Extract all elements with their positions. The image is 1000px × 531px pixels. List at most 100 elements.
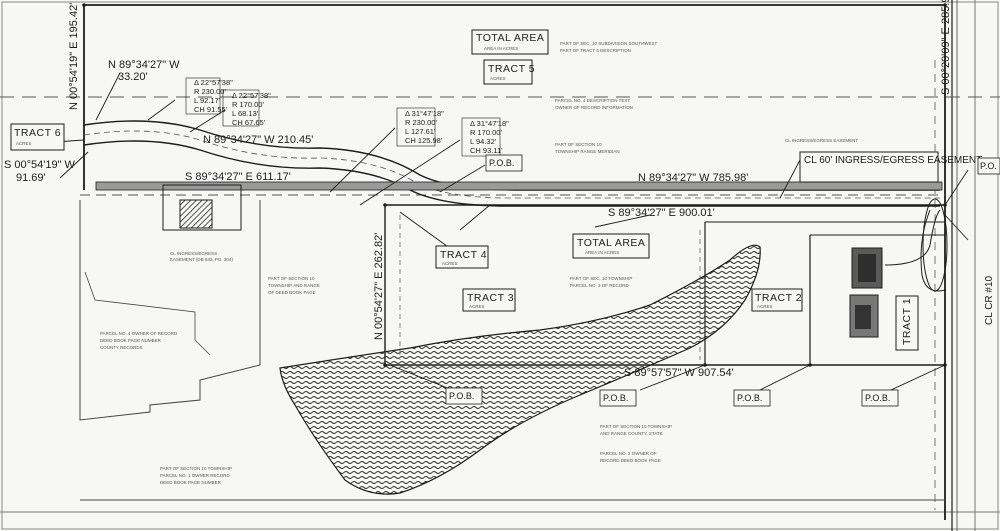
svg-text:PART OF SECTION 10: PART OF SECTION 10 <box>268 276 315 281</box>
svg-text:PART OF SEC. 10 TOWNSHIP: PART OF SEC. 10 TOWNSHIP <box>570 276 632 281</box>
building-c <box>855 305 871 329</box>
svg-text:P.O.B.: P.O.B. <box>489 158 514 168</box>
svg-text:TRACT 4: TRACT 4 <box>440 249 487 261</box>
svg-text:ACRES: ACRES <box>442 261 458 266</box>
svg-text:PARCEL NO. 2 OWNER OF: PARCEL NO. 2 OWNER OF <box>600 451 657 456</box>
pob-label-1: P.O.B. <box>485 154 523 172</box>
curve-table-2: Δ 22°57'38" R 170.00' L 68.13' CH 67.65' <box>222 89 271 127</box>
svg-text:TRACT 1: TRACT 1 <box>901 298 913 345</box>
svg-text:DEED BOOK PAGE NUMBER: DEED BOOK PAGE NUMBER <box>100 338 162 343</box>
tract5-label: TRACT 5 ACRES <box>483 59 535 85</box>
svg-text:CL 60' INGRESS/EGRESS EASEMENT: CL 60' INGRESS/EGRESS EASEMENT <box>804 155 982 166</box>
svg-text:CH 125.98': CH 125.98' <box>405 136 443 145</box>
curve-table-1: Δ 22°57'38" R 230.00' L 92.17' CH 91.55' <box>185 77 233 115</box>
pob-label-4: P.O.B. <box>733 389 771 407</box>
pob-label-5: P.O.B. <box>861 389 899 407</box>
svg-text:OF DEED BOOK PAGE: OF DEED BOOK PAGE <box>268 290 316 295</box>
svg-text:R 170.00': R 170.00' <box>470 128 502 137</box>
tract6-label: TRACT 6 ACRES <box>10 123 65 151</box>
bearing-91-69-line1: S 00°54'19" W <box>4 159 76 171</box>
easement-strip <box>95 181 943 191</box>
svg-text:TOTAL AREA: TOTAL AREA <box>476 32 544 44</box>
curve-table-3: Δ 31°47'18" R 230.00' L 127.61' CH 125.9… <box>396 107 444 147</box>
tract1-label: TRACT 1 <box>895 295 919 351</box>
flood-zone <box>279 244 761 495</box>
building-a-roof <box>858 254 876 282</box>
svg-text:ACRES: ACRES <box>490 76 506 81</box>
svg-text:R 230.00': R 230.00' <box>194 87 226 96</box>
easement-label: CL 60' INGRESS/EGRESS EASEMENT <box>799 151 982 183</box>
tract3-label: TRACT 3 ACRES <box>462 288 516 312</box>
svg-text:L 92.17': L 92.17' <box>194 96 221 105</box>
svg-text:CH 93.11': CH 93.11' <box>470 146 503 155</box>
svg-text:P.O.B.: P.O.B. <box>449 391 474 401</box>
svg-text:PARCEL NO. 4 DESCRIPTION TEXT: PARCEL NO. 4 DESCRIPTION TEXT <box>555 98 630 103</box>
pob-label-3: P.O.B. <box>599 389 637 407</box>
pob-label-2: P.O.B. <box>445 387 483 405</box>
svg-text:TRACT 3: TRACT 3 <box>467 292 514 304</box>
svg-text:TOWNSHIP RANGE MERIDIAN: TOWNSHIP RANGE MERIDIAN <box>555 149 620 154</box>
west-parcel-outline <box>79 200 261 421</box>
svg-text:PARCEL NO. 1 OWNER RECORD: PARCEL NO. 1 OWNER RECORD <box>160 473 231 478</box>
svg-text:Δ 31°47'18": Δ 31°47'18" <box>470 119 509 128</box>
corner-markers <box>82 3 947 367</box>
curve-table-4: Δ 31°47'18" R 170.00' L 94.32' CH 93.11' <box>461 117 509 157</box>
bearing-907-54: S 89°57'57" W 907.54' <box>624 367 734 379</box>
svg-text:R 170.00': R 170.00' <box>232 100 264 109</box>
svg-text:TOTAL AREA: TOTAL AREA <box>577 237 645 249</box>
svg-text:PART OF SEC. 10 SUBDIVISION SO: PART OF SEC. 10 SUBDIVISION SOUTHWEST <box>560 41 658 46</box>
bearing-611-17: S 89°34'27" E 611.17' <box>185 171 291 183</box>
svg-text:P.O.: P.O. <box>980 161 997 171</box>
bearing-900-01: S 89°34'27" E 900.01' <box>608 207 715 219</box>
svg-text:P.O.B.: P.O.B. <box>865 393 890 403</box>
svg-text:CL INGRESS/EGRESS EASEMENT: CL INGRESS/EGRESS EASEMENT <box>785 138 858 143</box>
svg-text:PART OF SECTION 10 TOWNSHIP: PART OF SECTION 10 TOWNSHIP <box>160 466 232 471</box>
access-road-lower <box>83 140 940 207</box>
svg-text:AREA IN ACRES: AREA IN ACRES <box>585 250 619 255</box>
svg-text:ACRES: ACRES <box>757 304 773 309</box>
svg-text:P.O.B.: P.O.B. <box>603 393 628 403</box>
road-centerline-label: CL CR #10 <box>984 275 995 325</box>
svg-text:TRACT 6: TRACT 6 <box>14 127 61 139</box>
svg-text:CL INGRESS/EGRESS: CL INGRESS/EGRESS <box>170 251 217 256</box>
tract4-label: TRACT 4 ACRES <box>435 245 489 269</box>
svg-text:CH 67.65': CH 67.65' <box>232 118 266 127</box>
svg-text:Δ 31°47'18": Δ 31°47'18" <box>405 109 444 118</box>
svg-text:AND RANGE COUNTY, STATE: AND RANGE COUNTY, STATE <box>600 431 663 436</box>
svg-text:ACRES: ACRES <box>16 141 32 146</box>
access-road-centerline <box>83 130 940 199</box>
fine-print: PART OF SEC. 10 SUBDIVISION SOUTHWEST PA… <box>100 41 858 485</box>
svg-text:Δ 22°57'38": Δ 22°57'38" <box>232 91 271 100</box>
svg-text:PART OF SECTION 10 TOWNSHIP: PART OF SECTION 10 TOWNSHIP <box>600 424 672 429</box>
road-circle <box>922 198 948 292</box>
svg-text:PART OF SECTION 10: PART OF SECTION 10 <box>555 142 602 147</box>
svg-text:RECORD DEED BOOK PAGE: RECORD DEED BOOK PAGE <box>600 458 661 463</box>
svg-text:P.O.B.: P.O.B. <box>737 393 762 403</box>
svg-text:PARCEL NO. 4 OWNER OF RECORD: PARCEL NO. 4 OWNER OF RECORD <box>100 331 178 336</box>
driveway-loop <box>884 209 941 266</box>
svg-text:PART OF TRACT 5 DESCRIPTION: PART OF TRACT 5 DESCRIPTION <box>560 48 631 53</box>
svg-text:TRACT 2: TRACT 2 <box>755 292 802 304</box>
svg-text:R 230.00': R 230.00' <box>405 118 437 127</box>
svg-text:AREA IN ACRES: AREA IN ACRES <box>484 46 518 51</box>
west-building <box>179 199 213 229</box>
svg-text:L 127.61': L 127.61' <box>405 127 436 136</box>
svg-text:COUNTY RECORDS: COUNTY RECORDS <box>100 345 143 350</box>
bearing-91-69-line2: 91.69' <box>16 172 46 184</box>
svg-text:DEED BOOK PAGE NUMBER: DEED BOOK PAGE NUMBER <box>160 480 222 485</box>
total-area-mid-label: TOTAL AREA AREA IN ACRES <box>572 233 650 259</box>
west-building-box <box>162 184 242 231</box>
svg-text:L 94.32': L 94.32' <box>470 137 497 146</box>
svg-text:PARCEL NO. 3 OF RECORD: PARCEL NO. 3 OF RECORD <box>570 283 630 288</box>
svg-text:EASEMENT (DB 633, PG. 304): EASEMENT (DB 633, PG. 304) <box>170 257 233 262</box>
bearing-210-45: N 89°34'27" W 210.45' <box>203 134 313 146</box>
bearing-west-boundary: N 00°54'19" E 195.42' <box>68 3 80 110</box>
svg-text:TOWNSHIP AND RANGE: TOWNSHIP AND RANGE <box>268 283 320 288</box>
pob-label-top-right: P.O. <box>977 157 1000 175</box>
bearing-33-20-line2: 33.20' <box>118 71 148 83</box>
bearing-785-98: N 89°34'27" W 785.98' <box>638 172 748 184</box>
svg-text:ACRES: ACRES <box>469 304 485 309</box>
